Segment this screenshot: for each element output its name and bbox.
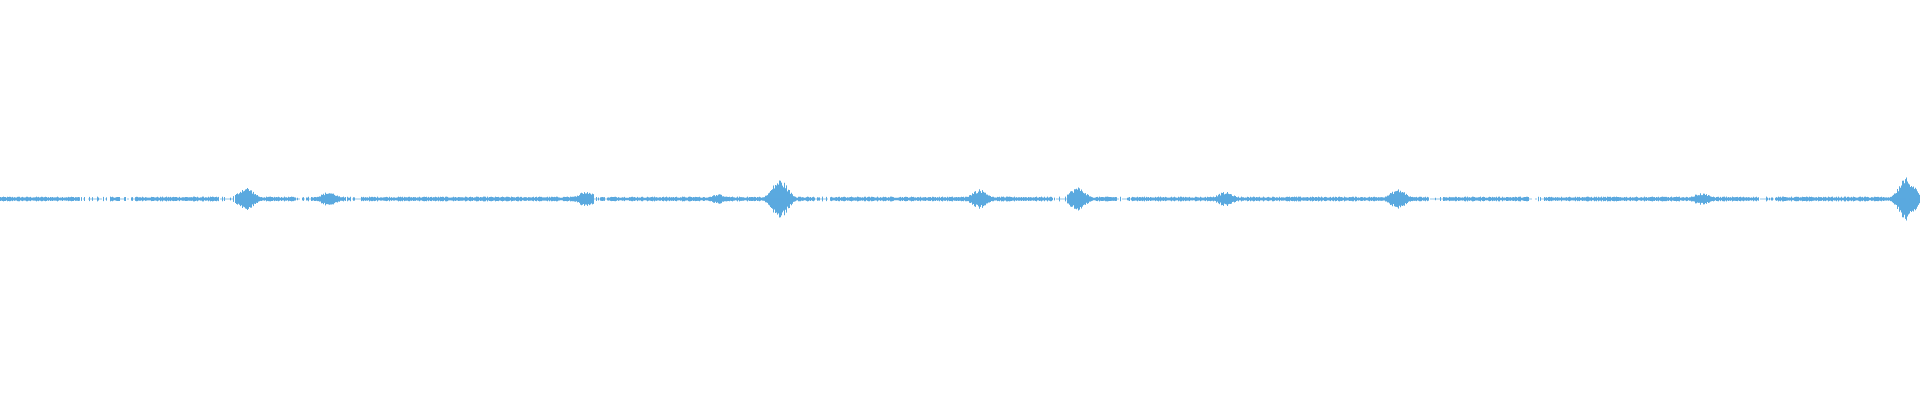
waveform-trace [0, 177, 1920, 221]
